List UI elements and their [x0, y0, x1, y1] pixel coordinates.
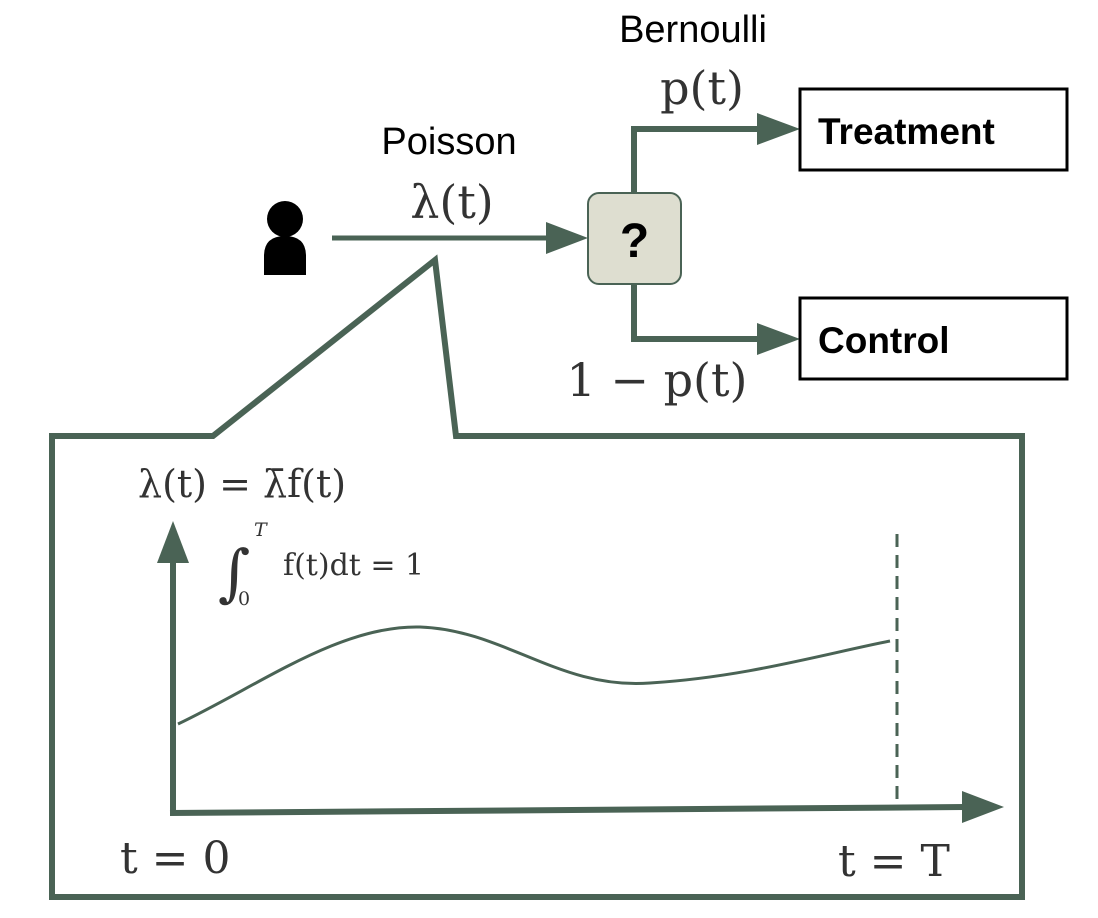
- treatment-box: Treatment: [798, 87, 1069, 172]
- y-axis-arrow: [157, 521, 189, 814]
- intensity-curve: [177, 625, 891, 726]
- treatment-label: Treatment: [818, 111, 995, 152]
- integral-lower-limit: 0: [238, 588, 250, 610]
- control-label: Control: [818, 320, 950, 361]
- arrival-arrow: [332, 222, 588, 254]
- intensity-formula: λ(t) = λ̄f(t): [138, 462, 346, 506]
- treatment-branch-arrow: [631, 113, 800, 193]
- control-branch-arrow: [631, 284, 800, 355]
- control-probability-label: 1 − p(t): [567, 353, 748, 407]
- control-box: Control: [798, 296, 1069, 381]
- integral-body: f(t)dt = 1: [283, 548, 424, 583]
- start-time-label: t = 0: [120, 833, 231, 884]
- arrival-rate-label: λ(t): [410, 175, 494, 229]
- person-icon: [264, 201, 306, 275]
- intensity-callout-panel: [49, 254, 1025, 900]
- integral-sign: ∫: [218, 536, 250, 609]
- treatment-probability-label: p(t): [660, 61, 744, 115]
- normalization-formula: ∫ T 0 f(t)dt = 1: [218, 519, 424, 610]
- decision-node: ?: [587, 192, 682, 285]
- x-axis-arrow: [169, 791, 1004, 823]
- assignment-process-label: Bernoulli: [619, 9, 767, 51]
- arrival-process-label: Poisson: [381, 121, 516, 163]
- end-time-label: t = T: [838, 836, 950, 887]
- integral-upper-limit: T: [254, 519, 268, 541]
- question-mark-icon: ?: [620, 215, 649, 268]
